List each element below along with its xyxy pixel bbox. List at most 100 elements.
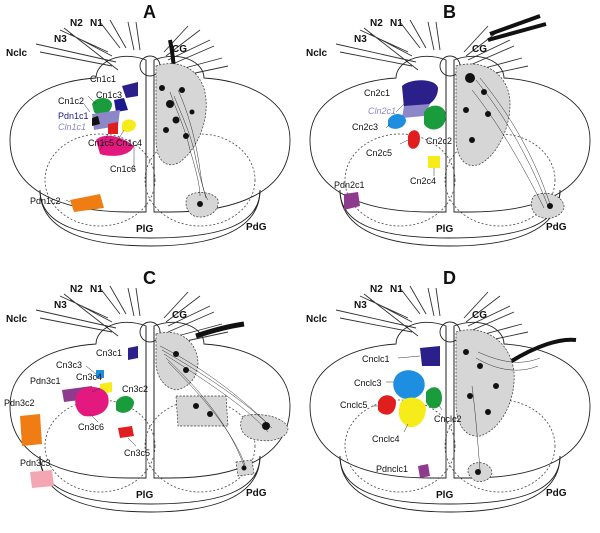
- nerve-label-n1: N1: [90, 284, 103, 295]
- nerve-roots: [335, 19, 529, 79]
- cell-label: Pdnclc1: [376, 464, 408, 474]
- cell-cln2c1: [402, 104, 430, 118]
- cell-label: Cnclc4: [372, 434, 400, 444]
- cell-cnclc2: [426, 387, 442, 409]
- panel-label: B: [443, 2, 456, 22]
- cell-label: Pdn3c2: [4, 398, 35, 408]
- panel-a: A Nclc N1 N2 N3 CG PlG PdG Cn1c1 Cn1c2 C…: [0, 0, 300, 266]
- cell-cn2c3: [388, 114, 406, 129]
- ganglion-label-pdg: PdG: [246, 222, 267, 233]
- cell-label: Cn2c5: [366, 148, 392, 158]
- cell-pdnclc1: [418, 464, 430, 478]
- nerve-label-n3: N3: [54, 34, 67, 45]
- ganglion-label-plg: PlG: [436, 490, 453, 501]
- label-leaders: [372, 355, 443, 433]
- panel-b-drawing: B Nclc N1 N2 N3 CG PlG PdG Cn2c1 Cln2c1 …: [306, 2, 591, 247]
- nerve-label-n1: N1: [390, 284, 403, 295]
- nerve-label-nclc: Nclc: [6, 48, 28, 59]
- projection-field: [455, 63, 565, 219]
- cell-label: Cn3c3: [56, 360, 82, 370]
- label-leaders: [385, 103, 435, 176]
- cell-cnclc3: [393, 370, 425, 400]
- cell-cn3c6: [75, 387, 109, 417]
- cell-label: Cn3c1: [96, 348, 122, 358]
- cell-cn2c2: [424, 105, 446, 130]
- cell-label: Pdn2c1: [334, 180, 365, 190]
- ganglion-outlines: [9, 321, 291, 513]
- nerve-label-n2: N2: [70, 18, 83, 29]
- cell-cn1c6: [96, 135, 134, 156]
- cell-label: Pdn3c1: [30, 376, 61, 386]
- nerve-roots: [335, 285, 529, 345]
- cell-pdn3c2: [20, 414, 42, 446]
- ganglion-outlines: [309, 321, 591, 513]
- cell-pdn2c1: [344, 192, 360, 210]
- nerve-label-nclc: Nclc: [6, 314, 28, 325]
- cell-bodies: [70, 82, 138, 212]
- cell-label: Pdn1c1: [58, 111, 89, 121]
- nerve-label-nclc: Nclc: [306, 314, 328, 325]
- panel-d: D Nclc N1 N2 N3 CG PlG PdG Cnclc1 Cnclc3…: [300, 266, 600, 532]
- cell-bodies: [344, 80, 446, 210]
- panel-c: C Nclc N1 N2 N3 CG PlG PdG Cn3c1 Cn3c3 P…: [0, 266, 300, 532]
- cell-label: Cnclc3: [354, 378, 382, 388]
- projection-field: [155, 331, 289, 477]
- cell-cn3c5: [118, 426, 134, 438]
- cell-label: Cn2c3: [352, 122, 378, 132]
- ganglion-label-pdg: PdG: [546, 222, 567, 233]
- cell-cn3c2: [116, 396, 134, 413]
- cell-cn1c1: [122, 82, 138, 98]
- cell-label: Cn3c5: [124, 448, 150, 458]
- nerve-label-n2: N2: [370, 284, 383, 295]
- panel-a-drawing: A Nclc N1 N2 N3 CG PlG PdG Cn1c1 Cn1c2 C…: [6, 2, 291, 247]
- ganglion-label-cg: CG: [172, 44, 187, 55]
- ganglion-label-pdg: PdG: [246, 488, 267, 499]
- cell-label: Cn1c6: [110, 164, 136, 174]
- cell-label: Cln1c1: [58, 122, 86, 132]
- cell-cnclc4: [398, 397, 426, 428]
- cell-label: Cn1c2: [58, 96, 84, 106]
- cell-cn1c5: [108, 122, 118, 134]
- panel-b: B Nclc N1 N2 N3 CG PlG PdG Cn2c1 Cln2c1 …: [300, 0, 600, 266]
- cell-label: Cn3c4: [76, 372, 102, 382]
- nerve-label-n3: N3: [54, 300, 67, 311]
- ganglion-label-plg: PlG: [136, 490, 153, 501]
- ganglion-label-cg: CG: [172, 310, 187, 321]
- panel-label: A: [143, 2, 156, 22]
- ganglion-outlines: [9, 55, 291, 247]
- panel-c-drawing: C Nclc N1 N2 N3 CG PlG PdG Cn3c1 Cn3c3 P…: [4, 268, 291, 513]
- projection-field: [155, 63, 219, 218]
- cell-cnclc1: [420, 346, 440, 366]
- cell-label: Pdn1c2: [30, 196, 61, 206]
- cell-label: Cn2c1: [364, 88, 390, 98]
- panel-d-drawing: D Nclc N1 N2 N3 CG PlG PdG Cnclc1 Cnclc3…: [306, 268, 591, 513]
- cell-label: Cn1c4: [116, 138, 142, 148]
- cell-cn3c3: [96, 370, 104, 378]
- cell-cn2c5: [408, 130, 420, 149]
- cell-label: Cnclc1: [362, 354, 390, 364]
- cell-pdn1c2: [70, 194, 104, 212]
- ganglion-outlines: [309, 55, 591, 247]
- cell-label: Cn1c3: [96, 90, 122, 100]
- nerve-label-n3: N3: [354, 300, 367, 311]
- nerve-roots: [35, 285, 229, 345]
- cell-bodies: [20, 346, 138, 488]
- nerve-label-n2: N2: [370, 18, 383, 29]
- nerve-roots: [35, 19, 229, 79]
- cell-cnclc5: [378, 395, 396, 415]
- cell-bodies: [378, 346, 442, 478]
- cell-label: Cn2c2: [426, 136, 452, 146]
- cell-cn1c4: [122, 119, 136, 132]
- cell-cn1c2: [92, 116, 100, 126]
- nerve-label-n3: N3: [354, 34, 367, 45]
- ganglion-label-plg: PlG: [436, 224, 453, 235]
- nerve-label-nclc: Nclc: [306, 48, 328, 59]
- nerve-label-n2: N2: [70, 284, 83, 295]
- nerve-label-n1: N1: [90, 18, 103, 29]
- ganglion-label-pdg: PdG: [546, 488, 567, 499]
- panel-label: D: [443, 268, 456, 288]
- cell-label: Cn1c1: [90, 74, 116, 84]
- label-leaders: [85, 365, 137, 447]
- cell-label: Cnclc5: [340, 400, 368, 410]
